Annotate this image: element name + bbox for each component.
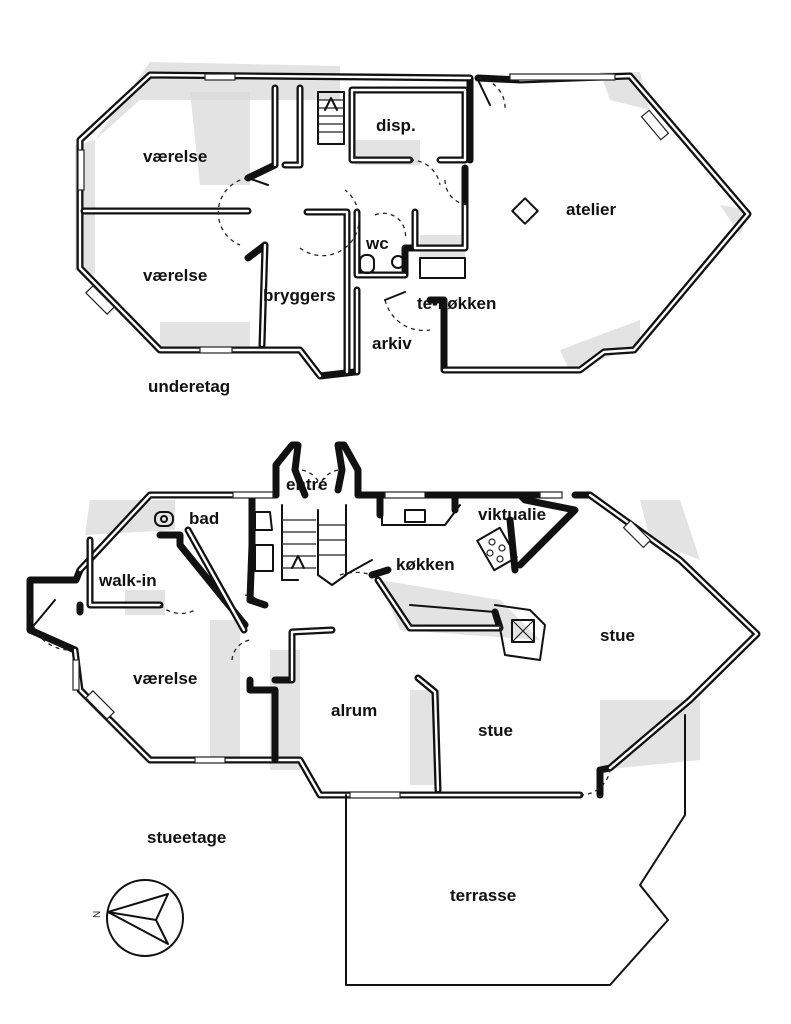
lower-door-swings: [217, 77, 506, 332]
kitchen-island: [409, 604, 546, 661]
room-label-alrum: alrum: [331, 701, 377, 720]
kitchen-counter-top: [381, 504, 461, 526]
entry-bay-walls: [272, 441, 362, 499]
floor-caption-underetag: underetag: [148, 377, 230, 396]
room-label-te-kokken: te-køkken: [417, 294, 496, 313]
lower-floor-plan: værelse værelse disp. atelier wc brygger…: [75, 62, 752, 396]
ground-door-swings: [29, 469, 611, 796]
bathroom-fixtures: [154, 511, 274, 572]
north-label: N: [92, 911, 103, 918]
ground-stair: [281, 504, 347, 586]
atelier-skylight: [511, 197, 539, 225]
room-label-kokken: køkken: [396, 555, 455, 574]
lower-windows: [77, 73, 670, 354]
room-label-wc: wc: [365, 234, 389, 253]
room-label-entre: entré: [286, 475, 328, 494]
room-label-vaerelse-1: værelse: [143, 147, 207, 166]
wc-fixtures: [359, 254, 466, 279]
terrace-outline: [345, 714, 686, 986]
room-label-viktualie: viktualie: [478, 505, 546, 524]
room-label-terrasse: terrasse: [450, 886, 516, 905]
room-label-arkiv: arkiv: [372, 334, 412, 353]
room-label-stue-2: stue: [478, 721, 513, 740]
north-arrow-compass: N: [92, 879, 184, 957]
ground-interior-walls: [76, 491, 579, 794]
room-label-disp: disp.: [376, 116, 416, 135]
room-label-vaerelse-2: værelse: [143, 266, 207, 285]
room-label-bryggers: bryggers: [263, 286, 336, 305]
room-label-walk-in: walk-in: [98, 571, 157, 590]
room-label-stue-1: stue: [600, 626, 635, 645]
lower-stair: [317, 91, 345, 145]
room-label-bad: bad: [189, 509, 219, 528]
floor-caption-stueetage: stueetage: [147, 828, 226, 847]
ground-floor-plan: entré bad viktualie walk-in køkken stue …: [26, 441, 761, 986]
ground-windows: [72, 491, 652, 799]
room-label-vaerelse: værelse: [133, 669, 197, 688]
stove: [476, 526, 518, 572]
room-label-atelier: atelier: [566, 200, 616, 219]
